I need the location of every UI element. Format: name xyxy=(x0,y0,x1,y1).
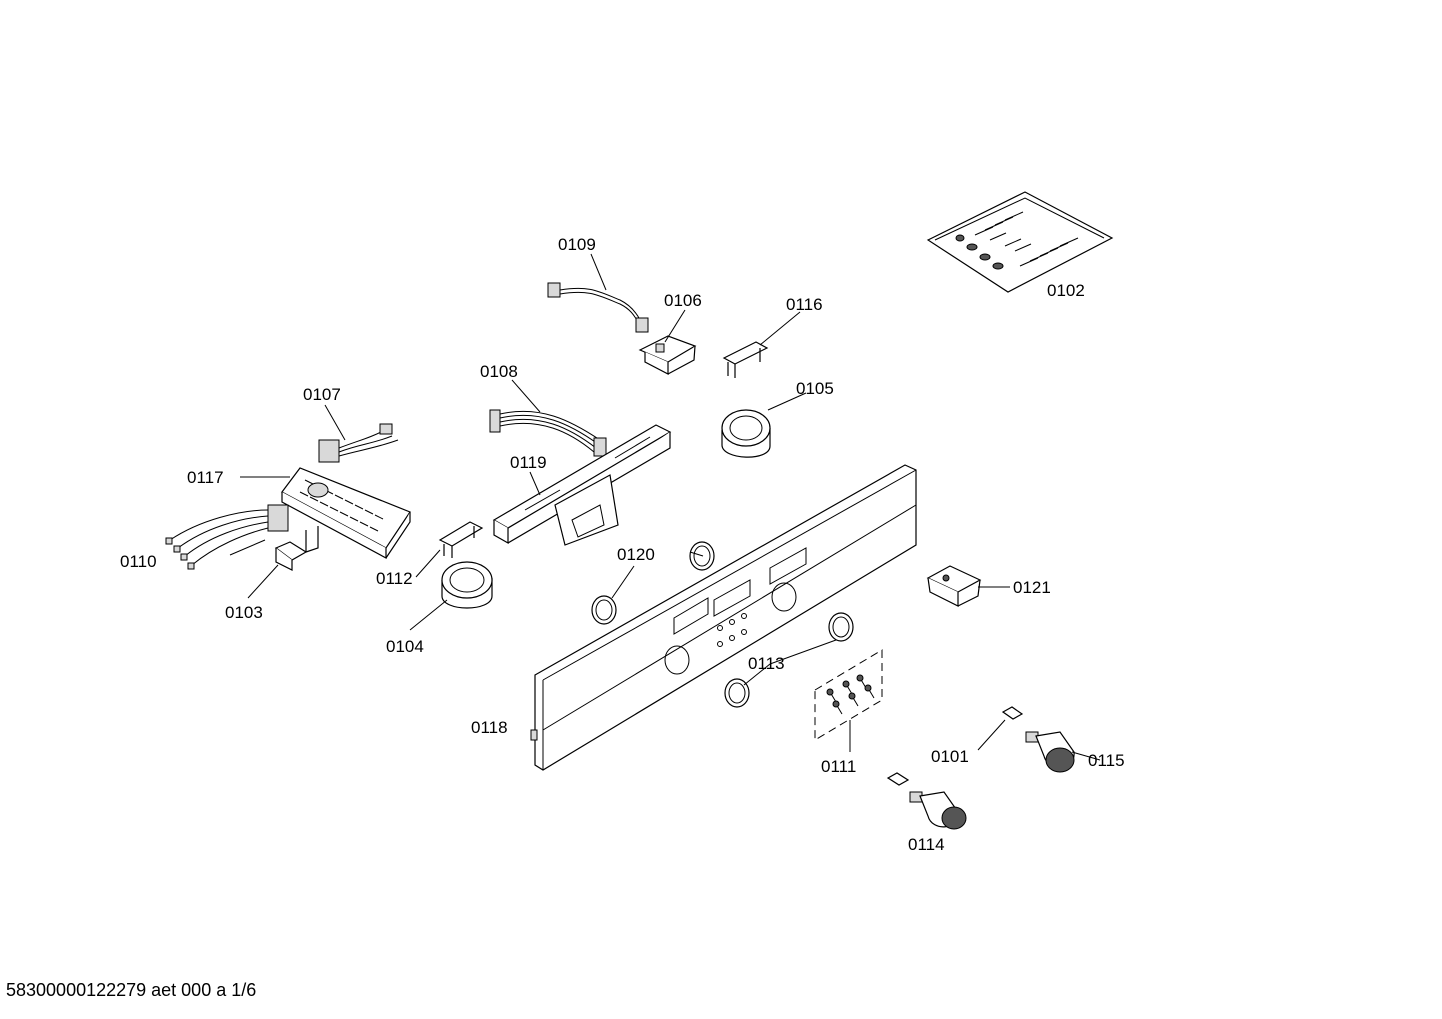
callout-0120: 0120 xyxy=(617,545,655,564)
label-plate-0101-part xyxy=(886,706,1024,786)
screw-bag-part xyxy=(926,191,1114,293)
callout-0121: 0121 xyxy=(1013,578,1051,597)
knob-0115-part xyxy=(1025,731,1075,773)
callout-0117: 0117 xyxy=(187,468,224,487)
clip-0116-part xyxy=(722,341,769,378)
cable-0109-part xyxy=(547,282,649,333)
knob-housing-0105-part xyxy=(721,409,771,458)
callout-0116: 0116 xyxy=(786,295,823,314)
screws-0111-part xyxy=(814,649,883,741)
knob-housing-0104-part xyxy=(441,561,493,609)
callout-0106: 0106 xyxy=(664,291,702,310)
control-board-0117-part xyxy=(281,467,411,560)
callout-0112: 0112 xyxy=(376,569,413,588)
callout-0119: 0119 xyxy=(510,453,547,472)
clip-0112-part xyxy=(438,521,484,558)
callout-0113: 0113 xyxy=(748,654,785,673)
callout-0109: 0109 xyxy=(558,235,596,254)
callout-labels: 0109 0106 0116 0102 0108 0105 0107 0119 … xyxy=(120,235,1125,854)
knob-0114-part xyxy=(909,791,967,830)
leader-lines xyxy=(229,253,1101,761)
wire-loom-0110-part xyxy=(165,504,289,570)
callout-0107: 0107 xyxy=(303,385,341,404)
callout-0110: 0110 xyxy=(120,552,157,571)
callout-0105: 0105 xyxy=(796,379,834,398)
callout-0115: 0115 xyxy=(1088,751,1125,770)
ring-0113-part xyxy=(724,612,854,708)
callout-0101: 0101 xyxy=(931,747,969,766)
callout-0104: 0104 xyxy=(386,637,424,656)
module-carrier-0119-part xyxy=(492,424,672,546)
connector-cable-0107-part xyxy=(318,423,399,463)
fascia-panel-0118-part xyxy=(530,464,917,771)
callout-0102: 0102 xyxy=(1047,281,1085,300)
ribbon-cable-0108-part xyxy=(489,409,607,457)
callout-0103: 0103 xyxy=(225,603,263,622)
bracket-0121-part xyxy=(926,565,982,607)
callout-0111: 0111 xyxy=(821,757,856,776)
drawing-footer-id: 58300000122279 aet 000 a 1/6 xyxy=(6,980,257,1000)
switch-0106-part xyxy=(638,335,697,375)
callout-0118: 0118 xyxy=(471,718,508,737)
callout-0114: 0114 xyxy=(908,835,945,854)
bracket-0103-part xyxy=(274,526,319,571)
callout-0108: 0108 xyxy=(480,362,518,381)
